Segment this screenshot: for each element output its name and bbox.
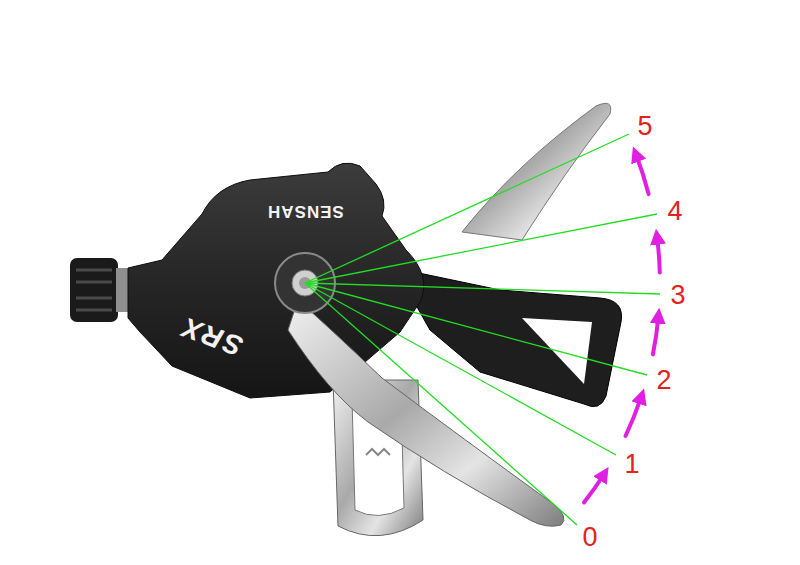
angle-line [305,283,577,525]
angle-line [305,283,616,455]
callout-number: 1 [624,451,639,478]
step-arrow [653,316,659,355]
shifter-housing [128,163,424,398]
callout-number: 2 [656,367,671,394]
step-arrows [584,154,660,503]
shift-lever [288,300,564,526]
callout-number: 4 [667,198,682,225]
callout-number: 3 [670,282,685,309]
step-arrow [626,396,642,436]
angle-lines [305,134,660,525]
brand-logo: SENSAH [267,203,344,220]
step-arrow [657,237,660,273]
step-arrow [584,474,604,503]
release-lever [462,103,611,240]
callout-number: 0 [582,524,597,551]
angle-line [305,283,660,294]
angle-line [305,214,657,283]
barrel-adjuster [70,258,118,322]
adjuster-grip [76,270,112,310]
step-arrow [636,154,649,194]
angle-line [305,134,629,283]
callout-number: 5 [637,113,652,140]
clamp-spring [366,449,390,455]
